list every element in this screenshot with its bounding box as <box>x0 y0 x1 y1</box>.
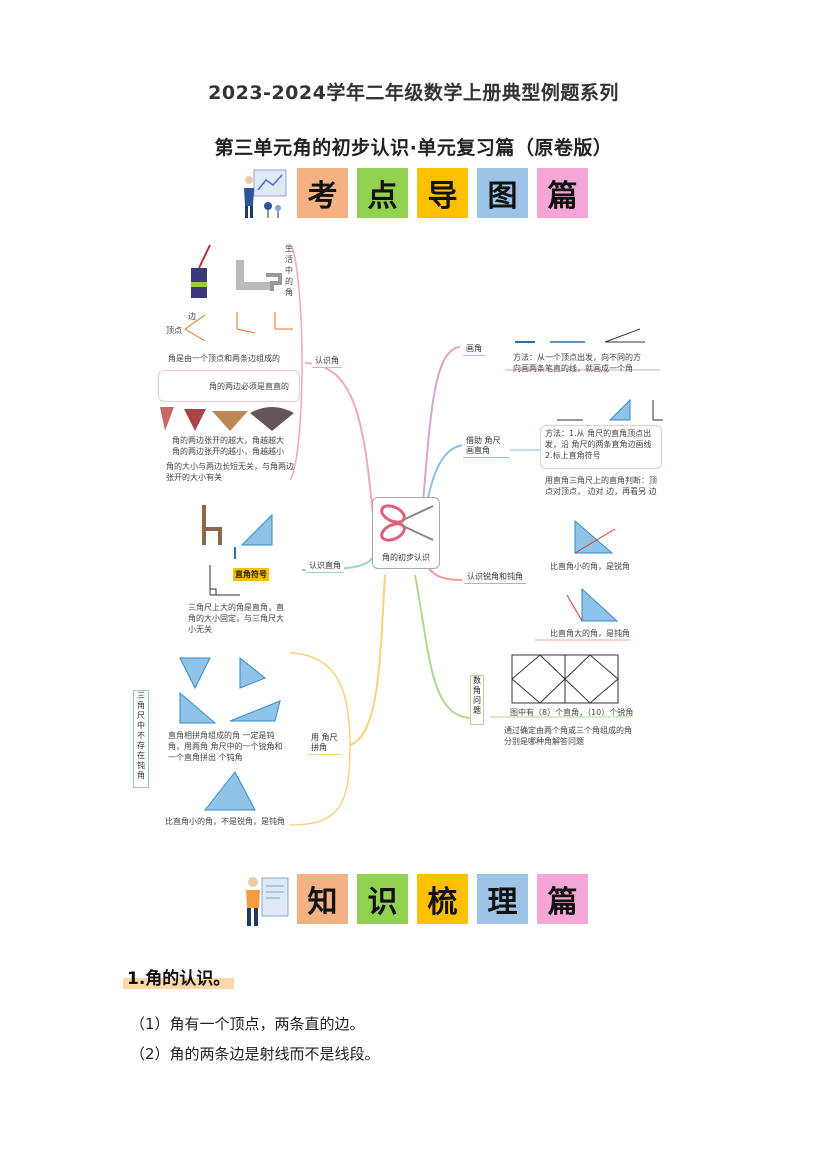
banner-tile: 理 <box>477 874 528 924</box>
right-angle-diagram <box>209 565 240 596</box>
mindmap-branches <box>289 244 660 826</box>
mindmap: 角的初步认识 认识角 生活中的角 顶点 边 角是由一个顶点和两条边组成的 角的两… <box>130 235 663 835</box>
teacher-presenting-icon <box>240 872 290 928</box>
banner-tile: 篇 <box>537 874 588 924</box>
acute-triangle-icon <box>574 519 616 554</box>
rhombus-diagram <box>511 654 619 704</box>
section-heading: 1.角的认识。 <box>123 964 235 989</box>
banner-tile: 点 <box>357 168 408 218</box>
banner-tile: 识 <box>357 874 408 924</box>
banner-tile: 导 <box>417 168 468 218</box>
obtuse-note: 比直角小的角，不是锐角，是钝角 <box>165 817 285 826</box>
banner-tile: 图 <box>477 168 528 218</box>
document-title: 2023-2024学年二年级数学上册典型例题系列 <box>208 82 619 104</box>
right-angle-symbol-label: 直角符号 <box>233 568 269 581</box>
chair-triangle-icon <box>202 505 273 559</box>
angle-straight-text: 角的两边必须是直直的 <box>209 382 289 391</box>
mindmap-center-label: 角的初步认识 <box>382 553 430 562</box>
banner-knowledge: 知 识 梳 理 篇 <box>297 874 588 924</box>
banner-tile: 知 <box>297 874 348 924</box>
angle-parts-diagram <box>184 312 293 342</box>
obtuse-angle-icon <box>566 587 619 622</box>
node-acute-obtuse: 认识锐角和钝角 <box>464 571 526 584</box>
life-objects-icon <box>191 244 282 298</box>
count-desc: 图中有（8）个直角，（10）个锐角 <box>510 708 634 717</box>
banner-tile: 篇 <box>537 168 588 218</box>
node-combine-angles: 用 角尺拼角 <box>308 732 342 755</box>
banner-tile: 梳 <box>417 874 468 924</box>
life-angle-label: 生活中的角 <box>285 244 293 297</box>
acute-desc: 比直角小的角，是锐角 <box>550 562 630 571</box>
draw-right-box: 方法：1.从 角尺的直角顶点出发，沿 角尺的两条直角边画线 2.标上直角符号 <box>540 425 662 469</box>
node-count-angles: 数角问题 <box>470 675 484 725</box>
side-label: 边 <box>188 312 196 321</box>
draw-angle-diagram <box>515 328 645 343</box>
count-method: 通过确定由两个角或三个角组成的角分别是哪种角解答问题 <box>504 726 632 746</box>
teacher-board-icon <box>240 166 290 220</box>
section-item: （1）角有一个顶点，两条直的边。 <box>130 1015 365 1033</box>
fan-larger-text: 角的两边张开的越大，角越越大 <box>172 436 284 445</box>
draw-angle-desc: 方法：从一个顶点出发，向不同的方向画两条笔直的线，就画成一个角 <box>513 353 641 373</box>
node-right-angle: 认识直角 <box>306 560 344 573</box>
obtuse-desc: 比直角大的角，是钝角 <box>550 629 630 638</box>
mindmap-center: 角的初步认识 <box>372 497 440 569</box>
angle-definition: 角是由一个顶点和两条边组成的 <box>168 354 280 363</box>
fan-smaller-text: 角的两边张开的越小，角越越小 <box>172 447 284 456</box>
judge-right-desc: 用直角三角尺上的直角判断：顶点对顶点， 边对 边，再看另 边 <box>545 476 657 496</box>
node-draw-right: 借助 角尺画直角 <box>463 435 509 458</box>
no-obtuse-note: 三角尺中不存在钝角 <box>133 690 149 788</box>
angle-straight-box: 角的两边必须是直直的 <box>158 370 300 402</box>
draw-right-diagram <box>557 398 663 421</box>
banner-mindmap: 考 点 导 图 篇 <box>297 168 588 218</box>
draw-right-desc: 方法：1.从 角尺的直角顶点出发，沿 角尺的两条直角边画线 2.标上直角符号 <box>545 429 652 460</box>
document-subtitle: 第三单元角的初步认识·单元复习篇（原卷版） <box>214 137 613 159</box>
banner-tile: 考 <box>297 168 348 218</box>
angle-size-text: 角的大小与两边长短无关，与角两边张开的大小有关 <box>166 462 294 482</box>
combine-desc: 直角相拼角组成的角 一定是钝角，用两角 角尺中的一个锐角和一个直角拼出 个钝角 <box>168 731 283 762</box>
triangles-combined-icon <box>179 656 281 724</box>
scissors-icon <box>380 504 434 542</box>
node-recognize-angle: 认识角 <box>312 355 342 368</box>
fans-icon <box>160 407 294 431</box>
section-item: （2）角的两条边是射线而不是线段。 <box>130 1045 380 1063</box>
right-angle-desc: 三角尺上大的角是直角，直角的大小固定，与三角尺大小无关 <box>188 603 284 634</box>
obtuse-triangle-icon <box>203 771 256 811</box>
vertex-label: 顶点 <box>166 326 182 335</box>
node-draw-angle: 画角 <box>463 343 485 356</box>
